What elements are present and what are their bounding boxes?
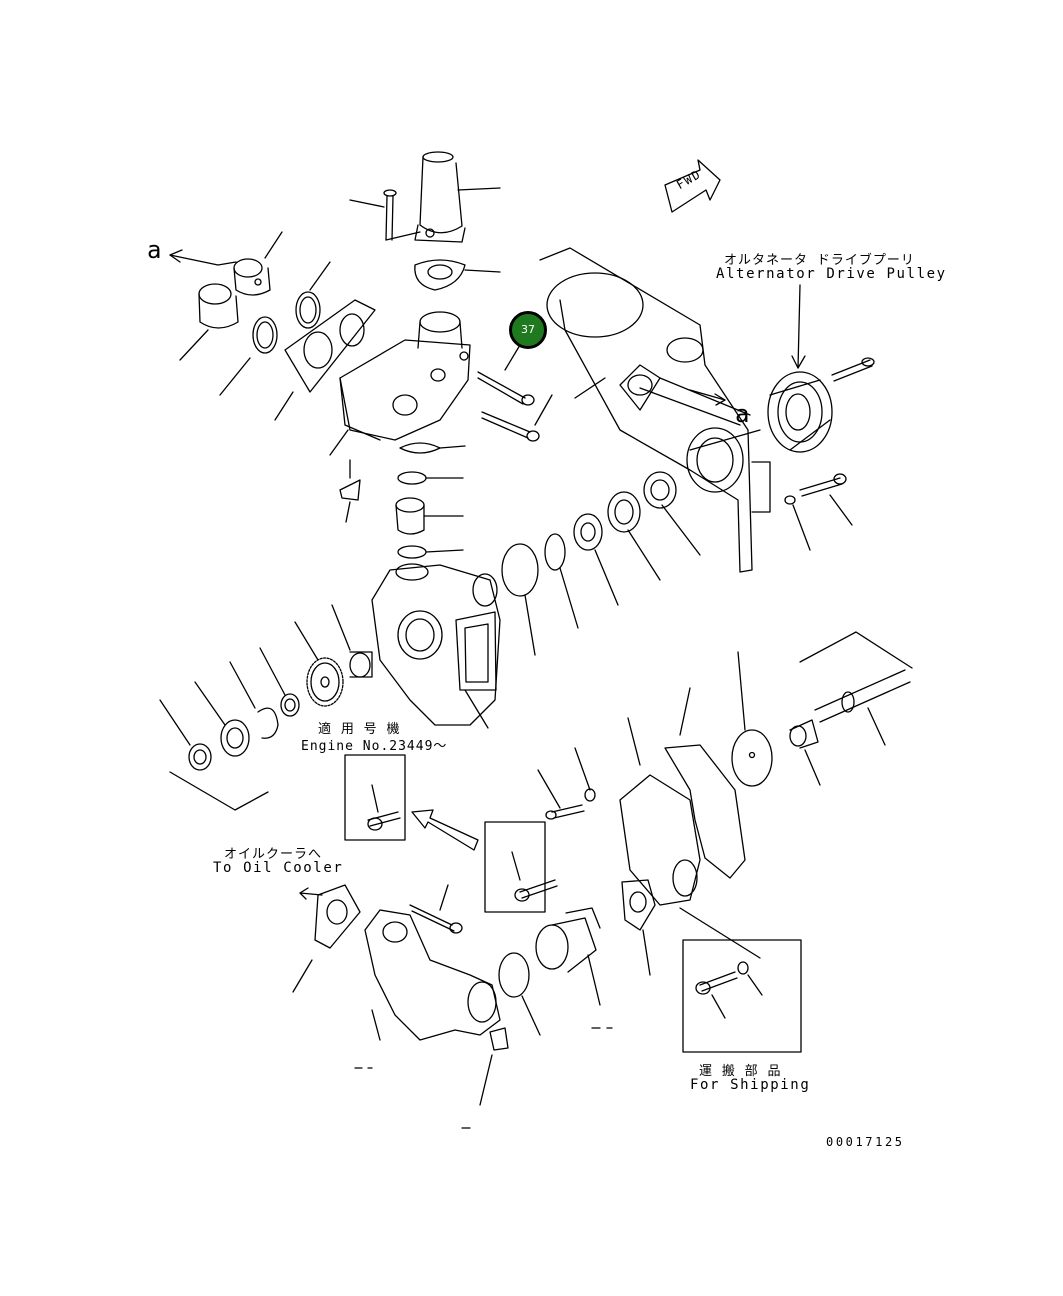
outlet-gasket: [414, 259, 501, 291]
thermostat-seals: [219, 261, 331, 396]
callout-37-badge[interactable]: 37: [509, 311, 547, 349]
alternator-drive-pulley: [767, 284, 833, 453]
ball-bearing: [607, 491, 661, 581]
water-pump-cover: [619, 717, 701, 906]
pulley-bolt: [831, 357, 875, 382]
elbow-bolt: [409, 884, 463, 934]
inlet-gasket: [621, 879, 656, 976]
lower-o-ring: [498, 952, 541, 1036]
water-pump-body: [371, 563, 501, 729]
oil-cooler-jp-label: オイルクーラへ: [224, 847, 323, 862]
alternator-pulley-en-label: Alternator Drive Pulley: [716, 266, 947, 282]
inlet-pulley: [731, 651, 773, 787]
snap-ring-left: [229, 661, 279, 739]
pipe-bolt: [349, 189, 421, 241]
shipping-inset: [679, 907, 802, 1053]
bearing-housing-plate: [686, 427, 761, 493]
fwd-arrow-icon: [664, 159, 721, 213]
oil-cooler-gasket: [292, 884, 361, 993]
water-outlet-pipe: [414, 151, 501, 243]
applicable-jp-label: 適 用 号 機: [318, 722, 401, 737]
view-arrow-a-right: [689, 389, 726, 406]
cover-gasket: [664, 687, 746, 879]
seal-sleeve: [331, 604, 373, 678]
housing-bolts: [477, 344, 553, 442]
sensor-fitting: [339, 459, 361, 523]
center-bolt-inset: [484, 821, 558, 913]
long-shaft: [799, 631, 913, 746]
o-rings-column: [397, 442, 466, 559]
cover-bolt-washer: [537, 747, 596, 820]
shipping-jp-label: 運 搬 部 品: [699, 1064, 782, 1079]
gear-case: [539, 247, 753, 573]
thermostat-lower: [179, 283, 239, 361]
drive-shaft-gear: [643, 471, 701, 556]
reference-arrow: [411, 809, 479, 851]
view-marker-a-right: a: [735, 400, 751, 428]
small-marks: [354, 1027, 613, 1129]
thermostat-upper: [233, 231, 283, 296]
inner-bearing: [573, 513, 619, 606]
inlet-connector: [789, 719, 821, 786]
elbow-plug: [479, 1027, 509, 1106]
water-pump-gear: [294, 621, 344, 707]
view-arrow-a-left: [169, 249, 237, 266]
shaft-snap-rings: [501, 533, 579, 656]
shipping-en-label: For Shipping: [690, 1077, 811, 1093]
water-elbow: [364, 909, 501, 1041]
pump-seal: [259, 647, 300, 717]
plug: [395, 497, 464, 535]
drawing-number: 00017125: [826, 1135, 905, 1149]
engine-number-label: Engine No.23449〜: [301, 739, 448, 754]
pump-nut: [159, 699, 269, 811]
engine-no-inset: [344, 754, 406, 841]
view-marker-a-left: a: [147, 236, 163, 264]
thermostat-housing: [329, 311, 471, 456]
washer-and-bolt-right: [751, 461, 853, 551]
alternator-pulley-jp-label: オルタネータ ドライブプーリ: [724, 253, 915, 268]
oil-cooler-en-label: To Oil Cooler: [213, 860, 344, 876]
inlet-pipe: [535, 907, 601, 1006]
housing-gasket: [274, 299, 376, 421]
impeller: [194, 681, 250, 757]
